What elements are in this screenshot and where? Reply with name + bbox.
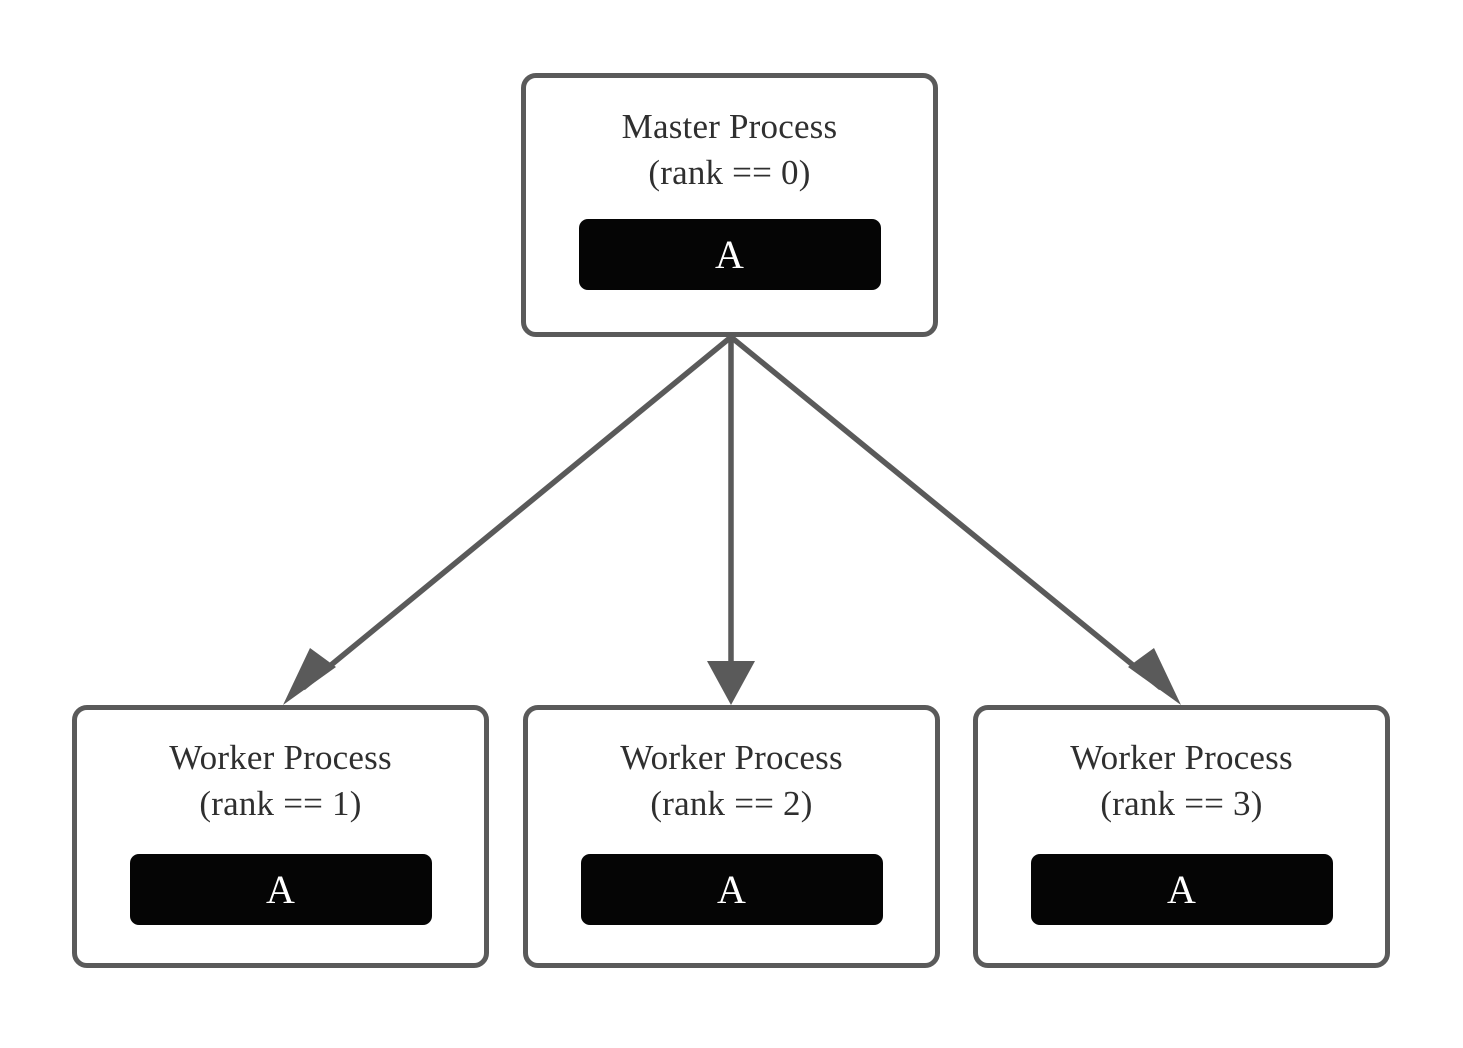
master-data-chip-label: A	[715, 231, 744, 277]
arrowhead-left-icon	[283, 648, 336, 705]
worker-process-title-1: Worker Process (rank == 1)	[169, 735, 392, 827]
worker-data-chip-label-1: A	[266, 866, 295, 912]
worker-process-title-2: Worker Process (rank == 2)	[620, 735, 843, 827]
worker-process-title-3-line2: (rank == 3)	[1100, 784, 1263, 823]
worker-process-title-2-line2: (rank == 2)	[650, 784, 813, 823]
worker-process-box-1: Worker Process (rank == 1) A	[72, 705, 489, 968]
worker-data-chip-label-3: A	[1167, 866, 1196, 912]
arrowhead-right-icon	[1128, 648, 1181, 705]
worker-data-chip-label-2: A	[717, 866, 746, 912]
master-process-title-line1: Master Process	[621, 107, 838, 146]
master-process-title-line2: (rank == 0)	[648, 153, 811, 192]
worker-process-title-3-line1: Worker Process	[1070, 738, 1293, 777]
worker-data-chip-3: A	[1030, 854, 1333, 925]
worker-process-title-1-line1: Worker Process	[169, 738, 392, 777]
worker-data-chip-2: A	[580, 854, 883, 925]
arrow-master-to-worker-3	[729, 334, 1181, 705]
master-process-box: Master Process (rank == 0) A	[521, 73, 938, 337]
worker-process-box-2: Worker Process (rank == 2) A	[523, 705, 940, 968]
worker-process-title-1-line2: (rank == 1)	[199, 784, 362, 823]
worker-process-box-3: Worker Process (rank == 3) A	[973, 705, 1390, 968]
arrow-master-to-worker-1	[283, 334, 733, 705]
arrowhead-down-icon	[707, 661, 755, 705]
master-data-chip: A	[578, 219, 881, 290]
worker-process-title-2-line1: Worker Process	[620, 738, 843, 777]
worker-process-title-3: Worker Process (rank == 3)	[1070, 735, 1293, 827]
worker-data-chip-1: A	[129, 854, 432, 925]
arrow-master-to-worker-2	[707, 337, 755, 705]
master-process-title: Master Process (rank == 0)	[622, 104, 838, 196]
